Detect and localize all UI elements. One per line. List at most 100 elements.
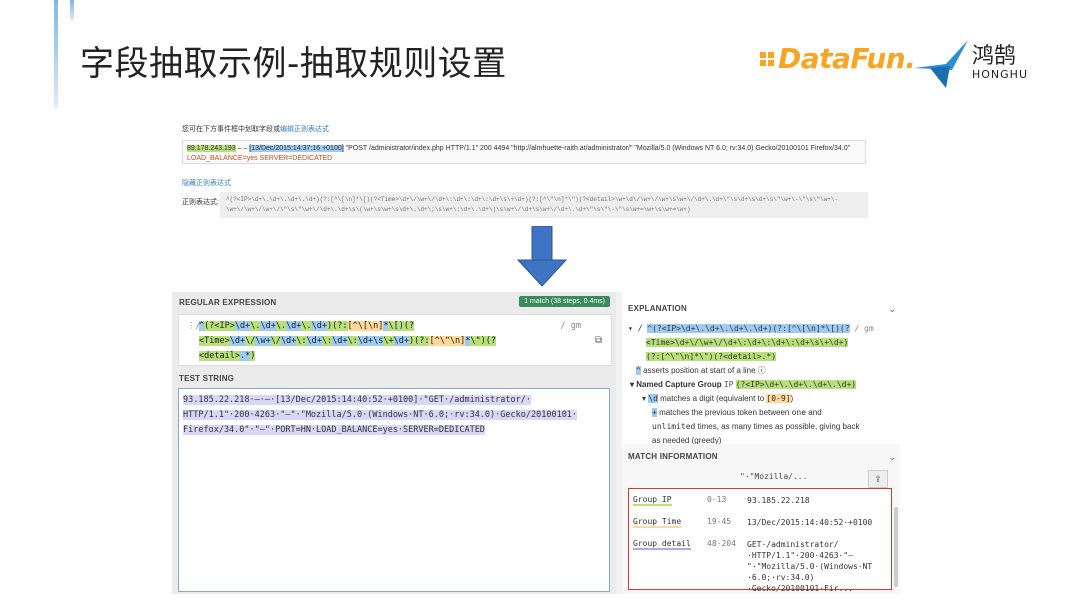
edit-regex-link[interactable]: 编辑正则表达式 [280,126,329,133]
regex-token: * [465,336,471,346]
regex-field[interactable]: ^(?<IP>\d+\.\d+\.\d+\.\d+)(?:[^\[\n]*\[)… [220,192,868,218]
regex-delimiter: ⋮/ [187,321,201,331]
honghu-logo: 鸿鹄 HONGHU [912,38,1032,90]
regex-right-pane: EXPLANATION ⌄ ▾ / ^(?<IP>\d+\.\d+\.\d+\.… [622,292,900,594]
slide-accent-bar-2 [70,0,74,20]
regex-token: (?<IP> [204,321,235,331]
regex-token: \. [301,321,312,331]
group-range: 19-45 [707,517,732,526]
group-value: GET·/administrator/ ·HTTP/1.1"·200·4263·… [747,540,873,593]
group-name: Group detail [633,539,691,550]
regex-token: \d+ [234,321,251,331]
honghu-bird-icon [914,40,968,88]
test-line-1: 93.185.22.218·–·–·[13/Dec/2015:14:40:52·… [183,395,531,405]
regex-left-pane: REGULAR EXPRESSION 1 match (38 steps, 0.… [172,292,616,594]
regex-token: \: [347,336,358,346]
group-value: 13/Dec/2015:14:40:52·+0100 [747,518,873,527]
hide-regex-link[interactable]: 隐藏正则表达式 [182,180,231,187]
explanation-body: ▾ / ^(?<IP>\d+\.\d+\.\d+\.\d+)(?:[^\[\n]… [628,322,894,444]
regex-token: \/ [245,336,256,346]
honghu-en-text: HONGHU [972,68,1029,81]
datafun-dots-icon [760,51,774,66]
regex-token: \d+ [393,336,409,346]
event-box[interactable]: 89.178.243.193 – – [13/Dec/2015:14:37:16… [182,140,866,164]
regex-line-3: <detail>.*) [199,349,611,364]
test-string-input[interactable]: 93.185.22.218·–·–·[13/Dec/2015:14:40:52·… [178,388,610,592]
regex-token: \")(? [470,336,497,346]
down-arrow-icon [516,226,568,287]
group-name: Group Time [633,517,682,528]
regex-token: [^\[\n] [347,321,384,331]
regex-token: \d+ [332,336,348,346]
regex-token: \: [296,336,307,346]
group-range: 0-13 [707,495,727,504]
chevron-down-icon[interactable]: ⌄ [888,304,896,314]
regex-token: \[)(? [388,321,415,331]
event-rest-2: LOAD_BALANCE=yes SERVER=DEDICATED [187,155,333,162]
extraction-hint: 您可在下方事件框中划取字段或编辑正则表达式 [182,124,329,134]
expl-regex-2: <Time>\d+\/\w+\/\d+\:\d+\:\d+\:\d+\s\+\d… [646,338,849,347]
regex-token: \d+ [229,336,246,346]
copy-icon[interactable]: ⧉ [595,335,603,346]
regex-token: )(?: [408,336,430,346]
regex-token: ^ [199,321,205,331]
regex-token: .* [239,351,251,361]
regex-token: \+ [383,336,394,346]
expl-caret: ^ asserts position at start of a line ⓘ [636,366,766,375]
regex-token: \. [275,321,287,331]
chevron-down-icon[interactable]: ⌄ [888,452,896,462]
match-information-panel: MATCH INFORMATION ⌄ "·"Mozilla/... ⇪ Gro… [622,444,900,594]
event-sep: – – [235,145,250,152]
regex-token: \d+ [286,321,302,331]
regex-editor[interactable]: ⋮/ / gm ⧉ ^(?<IP>\d+\.\d+\.\d+\.\d+)(?:[… [178,314,612,366]
regex-token: \. [250,321,261,331]
event-rest: "POST /administrator/index.php HTTP/1.1"… [343,145,851,152]
scrollbar[interactable] [894,507,898,587]
expl-digit[interactable]: ▾ \d matches a digit (equivalent to [0-9… [642,394,794,403]
regex101-panel: REGULAR EXPRESSION 1 match (38 steps, 0.… [172,292,900,594]
match-count-badge: 1 match (38 steps, 0.4ms) [519,296,610,307]
regex-token: \: [321,336,333,346]
regex-token: * [383,321,389,331]
slide-accent-bar [54,0,58,108]
expl-regex-1: ▾ / ^(?<IP>\d+\.\d+\.\d+\.\d+)(?:[^\[\n]… [628,324,874,333]
regex-token: \/ [270,336,281,346]
test-line-2: HTTP/1.1"·200·4263·"–"·"Mozilla/5.0·(Win… [183,410,578,420]
test-line-3: Firefox/34.0"·"–"·PORT=HN·LOAD_BALANCE=y… [183,425,485,435]
regex-label: 正则表达式: [182,199,219,206]
share-icon[interactable]: ⇪ [868,470,888,488]
regex-token: \d+ [280,336,297,346]
regex-section-header: REGULAR EXPRESSION [179,298,277,307]
regex-token: \d+ [357,336,374,346]
regex-token: \s [373,336,384,346]
expl-plus-3: as needed (greedy) [652,436,722,444]
slide-title: 字段抽取示例-抽取规则设置 [80,44,507,84]
match-groups-table: Group IP 0-13 93.185.22.218 Group Time 1… [628,488,892,593]
match-info-header: MATCH INFORMATION [628,452,718,461]
expl-plus: + matches the previous token between one… [652,408,822,417]
explanation-panel: EXPLANATION ⌄ ▾ / ^(?<IP>\d+\.\d+\.\d+\.… [622,298,900,444]
regex-token: [^\"\n] [429,336,466,346]
hint-text: 您可在下方事件框中划取字段或 [182,126,280,133]
regex-token: \d+ [260,321,276,331]
regex-token: \w+ [255,336,271,346]
regex-token: ) [250,351,256,361]
honghu-cn-text: 鸿鹄 [972,44,1017,69]
group-name: Group IP [633,495,672,506]
group-range: 48-204 [707,539,736,548]
test-string-header: TEST STRING [179,374,235,383]
regex-token: <detail> [199,351,240,361]
datafun-wordmark: DataFun. [778,42,916,75]
event-time: [13/Dec/2015:14:37:16 +0100] [249,145,344,152]
explanation-header: EXPLANATION [628,304,687,313]
regex-token: )(?: [327,321,348,331]
expl-regex-3: (?:[^\"\n]*\")(?<detail>.*) [646,352,777,361]
regex-token: \d+ [311,321,328,331]
regex-token: <Time> [199,336,230,346]
regex-line-2: <Time>\d+\/\w+\/\d+\:\d+\:\d+\:\d+\s\+\d… [199,334,611,349]
regex-flags[interactable]: / gm [560,321,581,331]
expl-plus-2: unlimited times, as many times as possib… [652,422,860,431]
expl-named-group[interactable]: ▾ Named Capture Group IP (?<IP>\d+\.\d+\… [630,380,857,389]
regex-line-1: ^(?<IP>\d+\.\d+\.\d+\.\d+)(?:[^\[\n]*\[)… [199,319,611,334]
group-value: 93.185.22.218 [747,496,810,505]
